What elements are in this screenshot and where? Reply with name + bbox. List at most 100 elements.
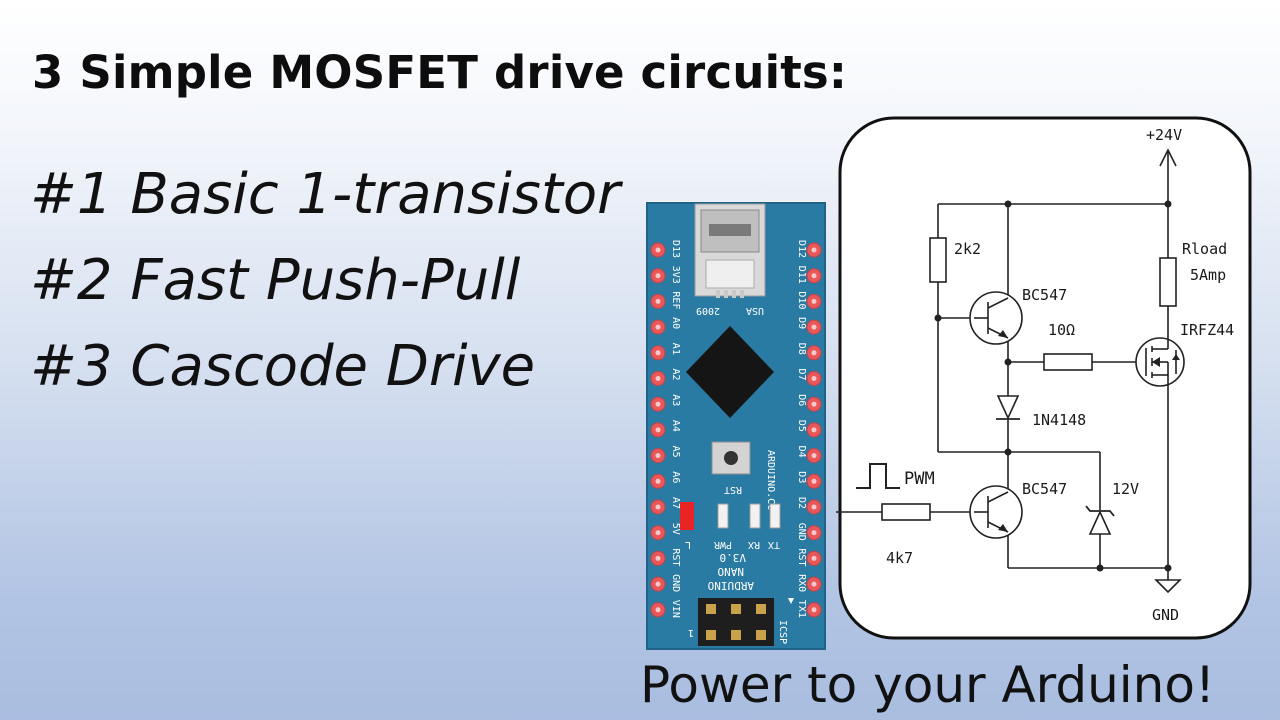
resistor-load	[1159, 257, 1177, 307]
right-pin-hole	[811, 581, 817, 587]
right-pin-label: GND	[796, 523, 807, 541]
r-gate-label: 10Ω	[1048, 321, 1075, 339]
zener-12v	[1085, 505, 1115, 535]
left-pin-hole	[655, 504, 661, 510]
resistor-10ohm	[1043, 353, 1093, 371]
circuit-item-2: #2 Fast Push-Pull	[30, 248, 521, 313]
right-pin-hole	[811, 427, 817, 433]
usa-label: USA	[746, 305, 764, 316]
led-label-rx: RX	[748, 539, 760, 550]
left-pin-hole	[655, 298, 661, 304]
left-pin-label: 3V3	[670, 266, 681, 284]
left-pin-hole	[655, 530, 661, 536]
right-pin-hole	[811, 555, 817, 561]
brand-label: ARDUINO	[708, 579, 754, 592]
left-pin-label: A1	[670, 343, 681, 355]
icsp-arrow-icon	[788, 598, 794, 604]
right-pin-hole	[811, 530, 817, 536]
circuit-item-1: #1 Basic 1-transistor	[30, 162, 621, 227]
left-pin-label: REF	[670, 291, 681, 309]
left-pin-hole	[655, 350, 661, 356]
led-pwr	[717, 503, 729, 529]
left-pin-hole	[655, 453, 661, 459]
left-pin-hole	[655, 324, 661, 330]
load-rating-label: 5Amp	[1190, 266, 1226, 284]
right-pin-hole	[811, 504, 817, 510]
right-pin-label: D4	[796, 446, 807, 458]
left-pin-label: A3	[670, 394, 681, 406]
diode-1n4148	[996, 395, 1020, 420]
right-pin-hole	[811, 401, 817, 407]
left-pin-label: A5	[670, 446, 681, 458]
left-pin-label: 5V	[670, 523, 681, 535]
left-pin-label: D13	[670, 240, 681, 258]
name-label: NANO	[718, 565, 745, 578]
mosfet-label: IRFZ44	[1180, 321, 1234, 339]
mosfet-arrow-icon	[1152, 357, 1160, 367]
zener-label: 12V	[1112, 480, 1139, 498]
ground-label: GND	[1152, 606, 1179, 624]
transistor-bottom-arrow-icon	[998, 524, 1008, 532]
right-pin-hole	[811, 453, 817, 459]
left-pin-label: A7	[670, 497, 681, 509]
right-pin-label: D11	[796, 266, 807, 284]
site-label: ARDUINO.CC	[765, 450, 776, 510]
right-pin-hole	[811, 478, 817, 484]
right-pin-hole	[811, 607, 817, 613]
supply-label: +24V	[1146, 126, 1182, 144]
right-pin-hole	[811, 376, 817, 381]
diode-label: 1N4148	[1032, 411, 1086, 429]
right-pin-label: D8	[796, 343, 807, 355]
q-top-label: BC547	[1022, 286, 1067, 304]
reset-button	[711, 441, 751, 475]
transistor-top	[969, 291, 1023, 345]
right-pin-hole	[811, 298, 817, 304]
microcontroller-chip	[686, 326, 774, 418]
supply-arrow-icon	[1159, 148, 1177, 167]
left-pin-label: GND	[670, 574, 681, 592]
left-pin-hole	[655, 376, 661, 381]
year-label: 2009	[696, 305, 720, 316]
r-top-label: 2k2	[954, 240, 981, 258]
right-pin-label: D9	[796, 317, 807, 329]
right-pin-label: D3	[796, 471, 807, 483]
left-pin-label: A6	[670, 471, 681, 483]
led-rx	[749, 503, 761, 529]
right-pin-label: D5	[796, 420, 807, 432]
left-pin-label: A0	[670, 317, 681, 329]
right-pin-label: D2	[796, 497, 807, 509]
right-pin-label: TX1	[796, 600, 807, 618]
right-pin-label: D12	[796, 240, 807, 258]
r-base-label: 4k7	[886, 549, 913, 567]
ground-icon	[1154, 579, 1182, 594]
q-bottom-label: BC547	[1022, 480, 1067, 498]
junction-dots	[934, 200, 1172, 572]
led-tx	[769, 503, 781, 529]
right-pin-label: RST	[796, 548, 807, 566]
footer-caption: Power to your Arduino!	[640, 656, 1215, 714]
page-title: 3 Simple MOSFET drive circuits:	[32, 46, 848, 99]
right-pin-label: D6	[796, 394, 807, 406]
usb-connector	[694, 203, 766, 298]
icsp-label: ICSP	[777, 620, 788, 644]
right-pin-hole	[811, 273, 817, 279]
left-pin-label: A4	[670, 420, 681, 432]
transistor-bottom	[969, 485, 1023, 539]
left-pin-label: VIN	[670, 600, 681, 618]
left-pin-hole	[655, 478, 661, 484]
left-pin-label: A2	[670, 369, 681, 381]
left-pin-label: RST	[670, 548, 681, 566]
right-pin-label: D10	[796, 291, 807, 309]
right-pin-hole	[811, 350, 817, 356]
left-pin-hole	[655, 401, 661, 407]
right-pin-hole	[811, 324, 817, 330]
circuit-item-3: #3 Cascode Drive	[30, 334, 536, 399]
pwm-waveform-icon	[856, 463, 900, 489]
load-name-label: Rload	[1182, 240, 1227, 258]
pin1-label: 1	[688, 627, 694, 638]
pwm-label: PWM	[904, 469, 935, 489]
icsp-header	[698, 598, 774, 646]
left-pin-hole	[655, 427, 661, 433]
